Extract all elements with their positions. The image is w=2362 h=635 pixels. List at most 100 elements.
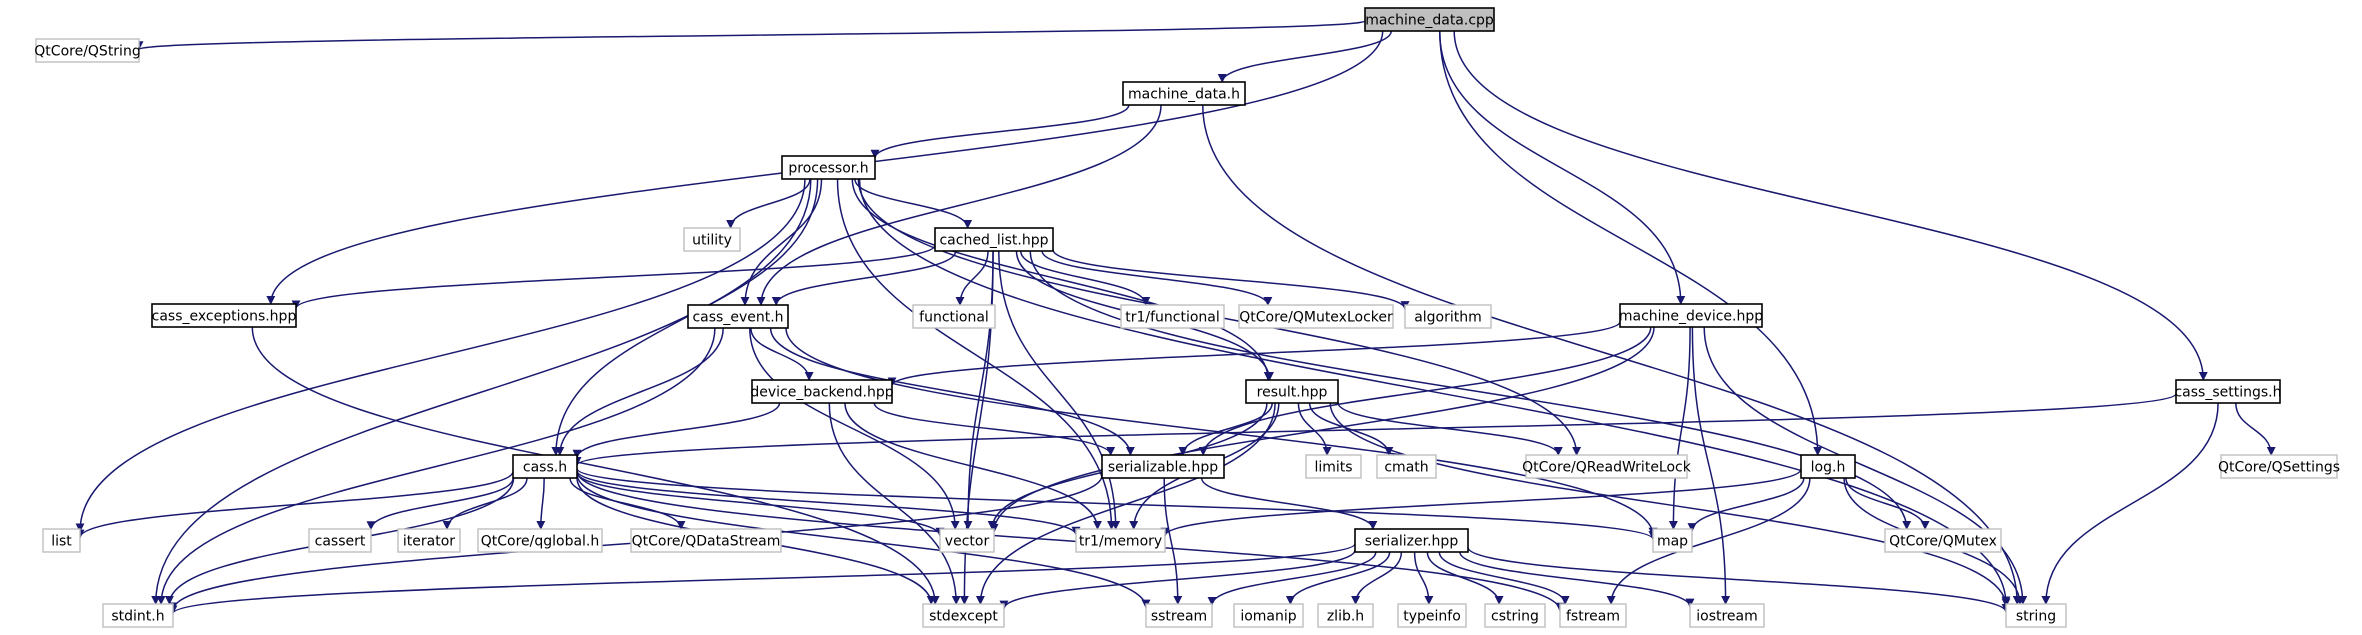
node-label: QtCore/QReadWriteLock	[1522, 460, 1692, 476]
node-label: sstream	[1151, 609, 1207, 625]
node-list: list	[42, 528, 81, 553]
edge-machine-data-cpp-to-machine-data-h	[1217, 30, 1393, 83]
edge-cached-list-hpp-to-cass-exceptions-hpp	[291, 244, 936, 310]
edge-cass-h-to-tr1-memory	[576, 470, 1081, 536]
node-label: serializer.hpp	[1365, 534, 1459, 550]
node-box	[308, 528, 372, 553]
node-box	[42, 528, 81, 553]
edge-machine-device-hpp-to-iostream	[1691, 326, 1731, 605]
edge-machine-data-cpp-to-log-h	[1439, 30, 1823, 456]
edge-serializer-hpp-to-typeinfo	[1413, 551, 1434, 605]
node-box	[939, 528, 995, 553]
node-qtcore-qdatastream: QtCore/QDataStream	[630, 528, 782, 553]
node-sstream: sstream	[1145, 603, 1213, 628]
edge-processor-h-to-result-hpp	[851, 178, 1273, 381]
node-machine-data-h[interactable]: machine_data.h	[1122, 81, 1246, 106]
edge-log-h-to-fstream	[1606, 477, 1811, 605]
node-vector: vector	[939, 528, 995, 553]
node-box	[683, 227, 741, 252]
node-label: stdexcept	[929, 609, 998, 625]
edge-cached-list-hpp-to-functional	[955, 250, 989, 306]
node-label: machine_data.h	[1128, 87, 1240, 103]
node-box	[512, 454, 578, 479]
node-label: serializable.hpp	[1108, 460, 1218, 476]
edge-result-hpp-to-serializable-hpp	[1178, 402, 1273, 456]
node-cass-event-h[interactable]: cass_event.h	[687, 304, 789, 329]
node-label: cmath	[1384, 460, 1428, 476]
node-serializable-hpp[interactable]: serializable.hpp	[1101, 454, 1225, 479]
node-label: stdint.h	[111, 609, 164, 625]
node-cass-exceptions-hpp[interactable]: cass_exceptions.hpp	[151, 303, 297, 328]
node-log-h[interactable]: log.h	[1800, 454, 1856, 479]
edge-processor-h-to-cached-list-hpp	[854, 178, 973, 229]
node-machine-device-hpp[interactable]: machine_device.hpp	[1619, 303, 1763, 328]
node-label: list	[51, 534, 72, 550]
node-label: QtCore/QDataStream	[632, 534, 781, 550]
edge-serializer-hpp-to-zlib-h	[1351, 551, 1403, 605]
edge-result-hpp-to-limits	[1297, 402, 1332, 456]
node-qtcore-qreadwritelock: QtCore/QReadWriteLock	[1522, 454, 1692, 479]
edge-cass-h-to-fstream	[576, 470, 1565, 612]
node-label: machine_data.cpp	[1365, 13, 1494, 29]
edge-cass-settings-h-to-cass-h	[572, 393, 2177, 466]
node-label: cstring	[1491, 609, 1539, 625]
edge-cached-list-hpp-to-cass-event-h	[771, 250, 957, 306]
node-iostream: iostream	[1689, 603, 1765, 628]
edge-device-backend-hpp-to-tr1-memory	[844, 402, 1102, 530]
node-label: cached_list.hpp	[939, 233, 1048, 249]
edge-machine-data-h-to-processor-h	[870, 104, 1130, 159]
node-label: cass_settings.h	[2174, 385, 2281, 401]
node-label: log.h	[1811, 460, 1846, 476]
edge-cass-h-to-map	[576, 467, 1658, 541]
node-box	[35, 38, 140, 63]
edge-cached-list-hpp-to-qtcore-qmutexlocker	[1041, 250, 1273, 306]
node-label: iostream	[1696, 609, 1758, 625]
node-cass-settings-h[interactable]: cass_settings.h	[2174, 379, 2282, 404]
node-label: vector	[945, 534, 990, 550]
edge-cached-list-hpp-to-algorithm	[1052, 249, 1410, 311]
edge-machine-data-h-to-cass-event-h	[756, 104, 1162, 306]
edge-log-h-to-tr1-memory	[1160, 468, 1802, 537]
node-fstream: fstream	[1559, 603, 1627, 628]
edge-cass-h-to-list	[75, 471, 514, 539]
edge-processor-h-to-string	[858, 178, 2011, 606]
node-cmath: cmath	[1376, 454, 1437, 479]
node-box	[1238, 304, 1394, 329]
edge-processor-h-to-stdint-h	[151, 178, 812, 605]
node-typeinfo: typeinfo	[1397, 603, 1467, 628]
node-serializer-hpp[interactable]: serializer.hpp	[1354, 528, 1469, 553]
node-algorithm: algorithm	[1404, 304, 1492, 329]
edge-cass-event-h-to-stdint-h	[156, 327, 716, 605]
node-box	[922, 603, 1005, 628]
node-string: string	[2005, 603, 2067, 628]
edge-result-hpp-to-qtcore-qreadwritelock	[1337, 402, 1563, 456]
node-result-hpp[interactable]: result.hpp	[1245, 379, 1339, 404]
node-device-backend-hpp[interactable]: device_backend.hpp	[750, 379, 894, 404]
node-label: QtCore/QString	[34, 44, 140, 60]
edge-log-h-to-map	[1687, 477, 1805, 533]
node-box	[1305, 454, 1362, 479]
edge-cass-settings-h-to-qtcore-qsettings	[2235, 402, 2276, 456]
node-cached-list-hpp[interactable]: cached_list.hpp	[934, 227, 1054, 252]
node-box	[1652, 528, 1693, 553]
node-label: cass_event.h	[692, 310, 783, 326]
node-box	[1101, 454, 1225, 479]
node-box	[1245, 379, 1339, 404]
node-label: map	[1657, 534, 1688, 550]
node-iomanip: iomanip	[1233, 603, 1304, 628]
node-box	[1120, 304, 1225, 329]
node-machine-data-cpp[interactable]: machine_data.cpp	[1364, 7, 1495, 32]
node-tr1-memory: tr1/memory	[1075, 528, 1166, 553]
node-box	[781, 155, 876, 180]
node-cass-h[interactable]: cass.h	[512, 454, 578, 479]
edge-result-hpp-to-cmath	[1308, 402, 1394, 456]
node-stdint-h: stdint.h	[102, 603, 174, 628]
edge-device-backend-hpp-to-cass-h	[572, 402, 781, 459]
node-processor-h[interactable]: processor.h	[781, 155, 876, 180]
edge-cass-exceptions-hpp-to-stdexcept	[251, 326, 940, 605]
edge-machine-device-hpp-to-device-backend-hpp	[887, 321, 1621, 387]
node-box	[1404, 304, 1492, 329]
node-stdexcept: stdexcept	[922, 603, 1005, 628]
node-box	[1145, 603, 1213, 628]
